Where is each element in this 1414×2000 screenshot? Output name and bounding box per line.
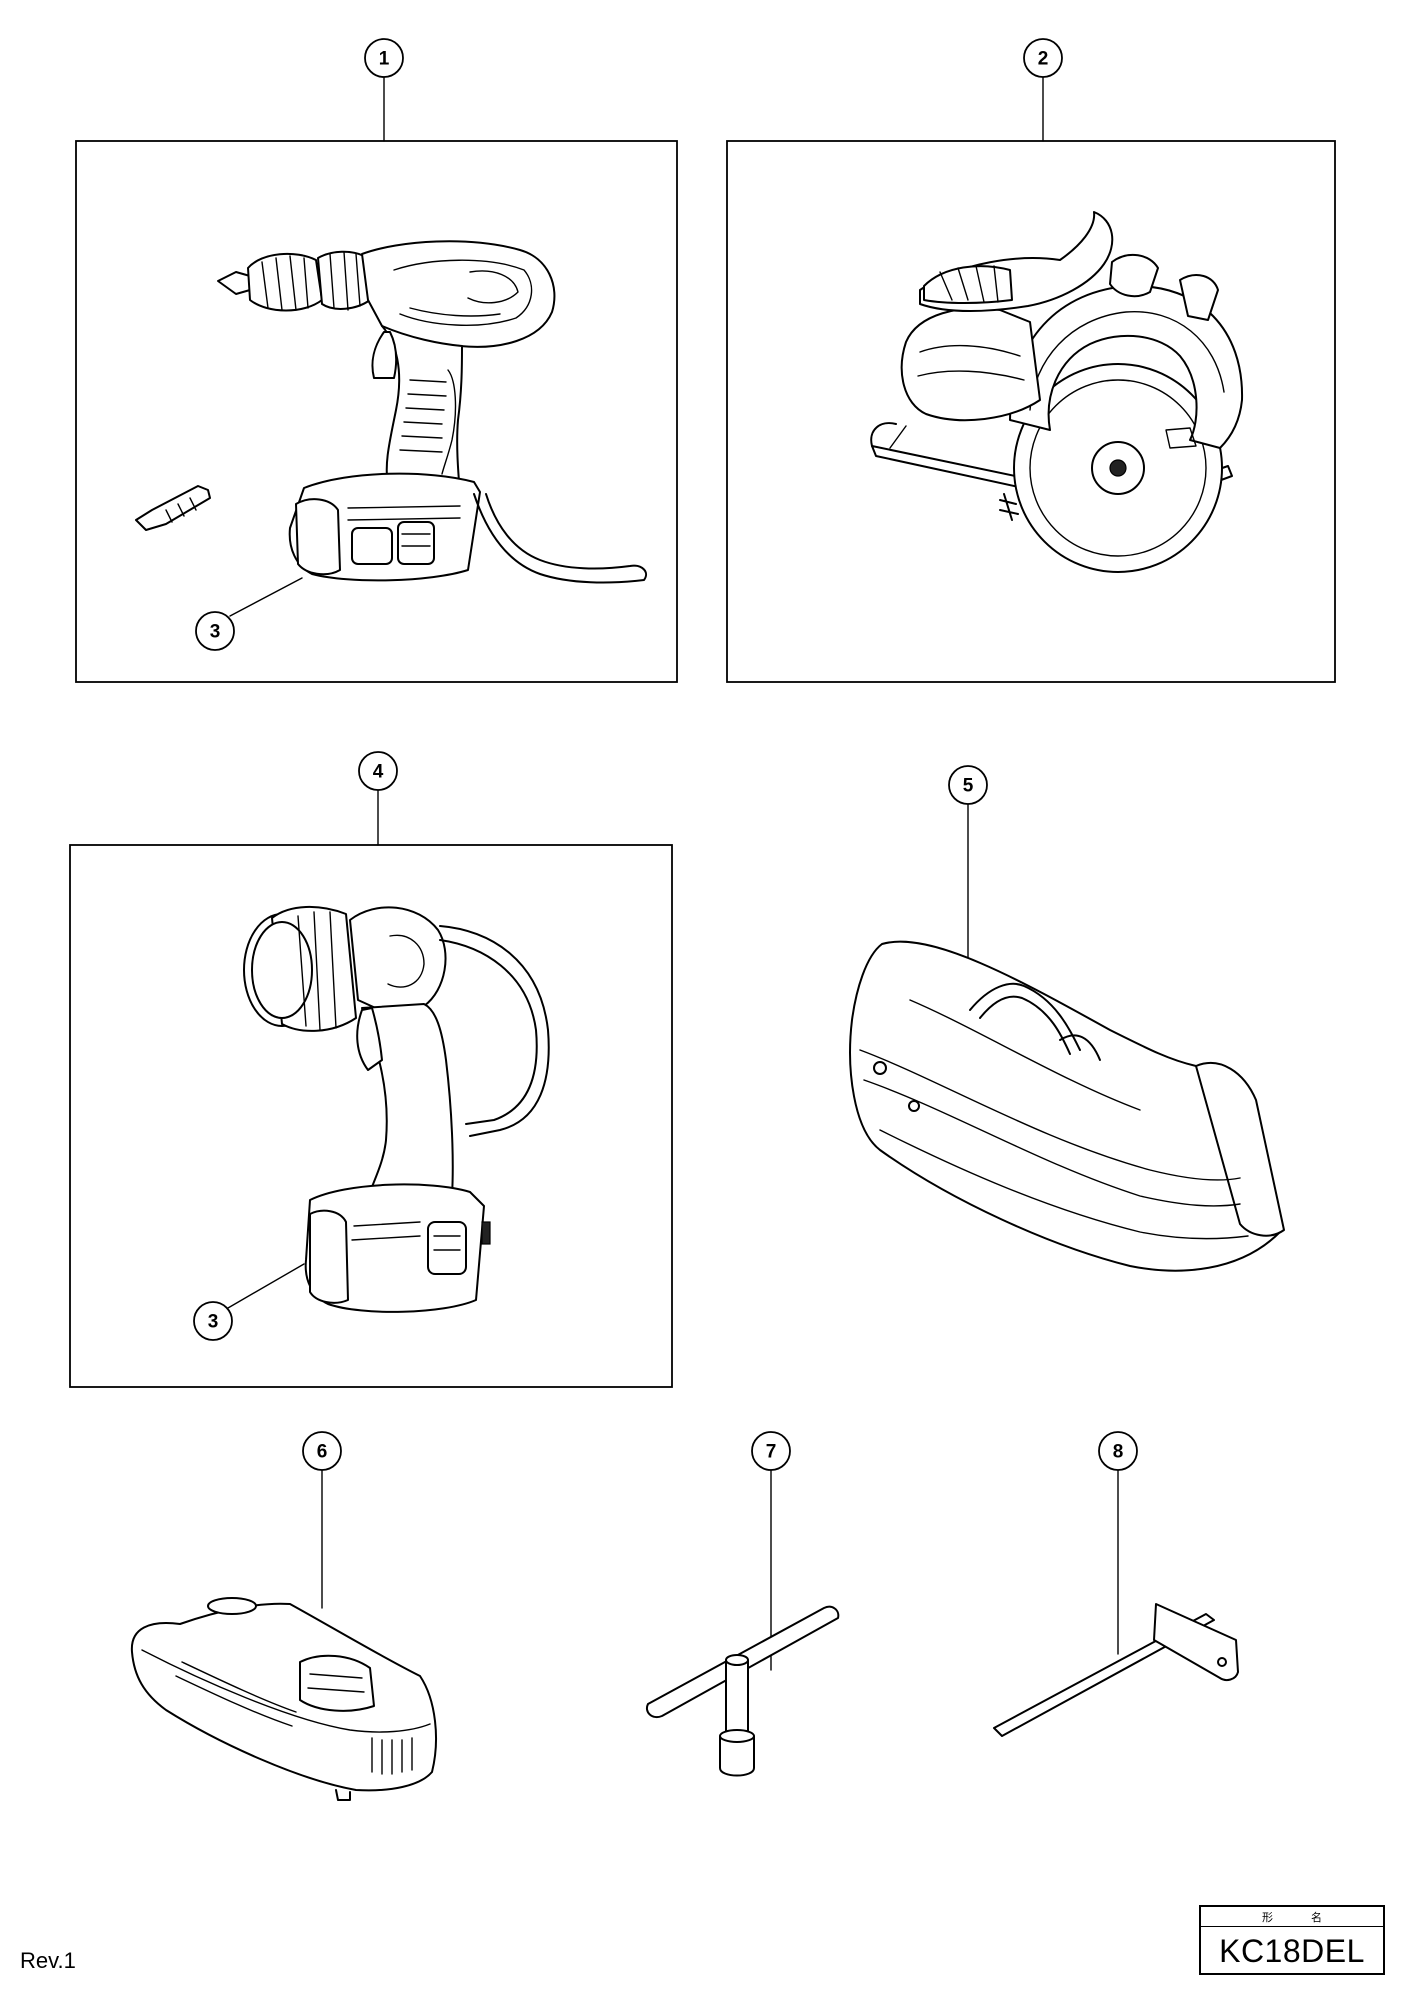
panel-saw — [726, 140, 1336, 683]
callout-7: 7 — [751, 1431, 791, 1471]
model-header-char-2: 名 — [1311, 1910, 1322, 1924]
tool-bag-illustration — [849, 940, 1285, 1272]
box-wrench-illustration — [646, 1605, 840, 1777]
model-header: 形 名 — [1201, 1907, 1383, 1927]
svg-text:3: 3 — [210, 622, 221, 643]
svg-text:7: 7 — [766, 1442, 777, 1463]
guide-illustration — [993, 1603, 1239, 1737]
svg-text:6: 6 — [317, 1442, 328, 1463]
panel-flashlight — [69, 844, 673, 1388]
svg-text:5: 5 — [963, 776, 974, 797]
revision-label: Rev.1 — [20, 1948, 76, 1973]
model-header-char-1: 形 — [1262, 1910, 1273, 1924]
svg-text:8: 8 — [1113, 1442, 1124, 1463]
callout-6: 6 — [302, 1431, 342, 1471]
callout-8: 8 — [1098, 1431, 1138, 1471]
model-box: 形 名 KC18DEL — [1199, 1905, 1385, 1975]
callout-2: 2 — [1023, 38, 1063, 78]
callout-1: 1 — [364, 38, 404, 78]
svg-text:4: 4 — [373, 762, 384, 783]
drill-illustration — [135, 240, 648, 584]
saw-illustration — [870, 211, 1244, 573]
callout-5: 5 — [948, 765, 988, 805]
callout-4: 4 — [358, 751, 398, 791]
panel-drill — [75, 140, 678, 683]
svg-text:1: 1 — [379, 49, 390, 70]
callout-3-flashlight: 3 — [193, 1301, 233, 1341]
charger-illustration — [130, 1597, 437, 1801]
model-name: KC18DEL — [1219, 1933, 1365, 1969]
callout-3-drill: 3 — [195, 611, 235, 651]
svg-text:3: 3 — [208, 1312, 219, 1333]
flashlight-illustration — [243, 905, 550, 1313]
svg-text:2: 2 — [1038, 49, 1049, 70]
